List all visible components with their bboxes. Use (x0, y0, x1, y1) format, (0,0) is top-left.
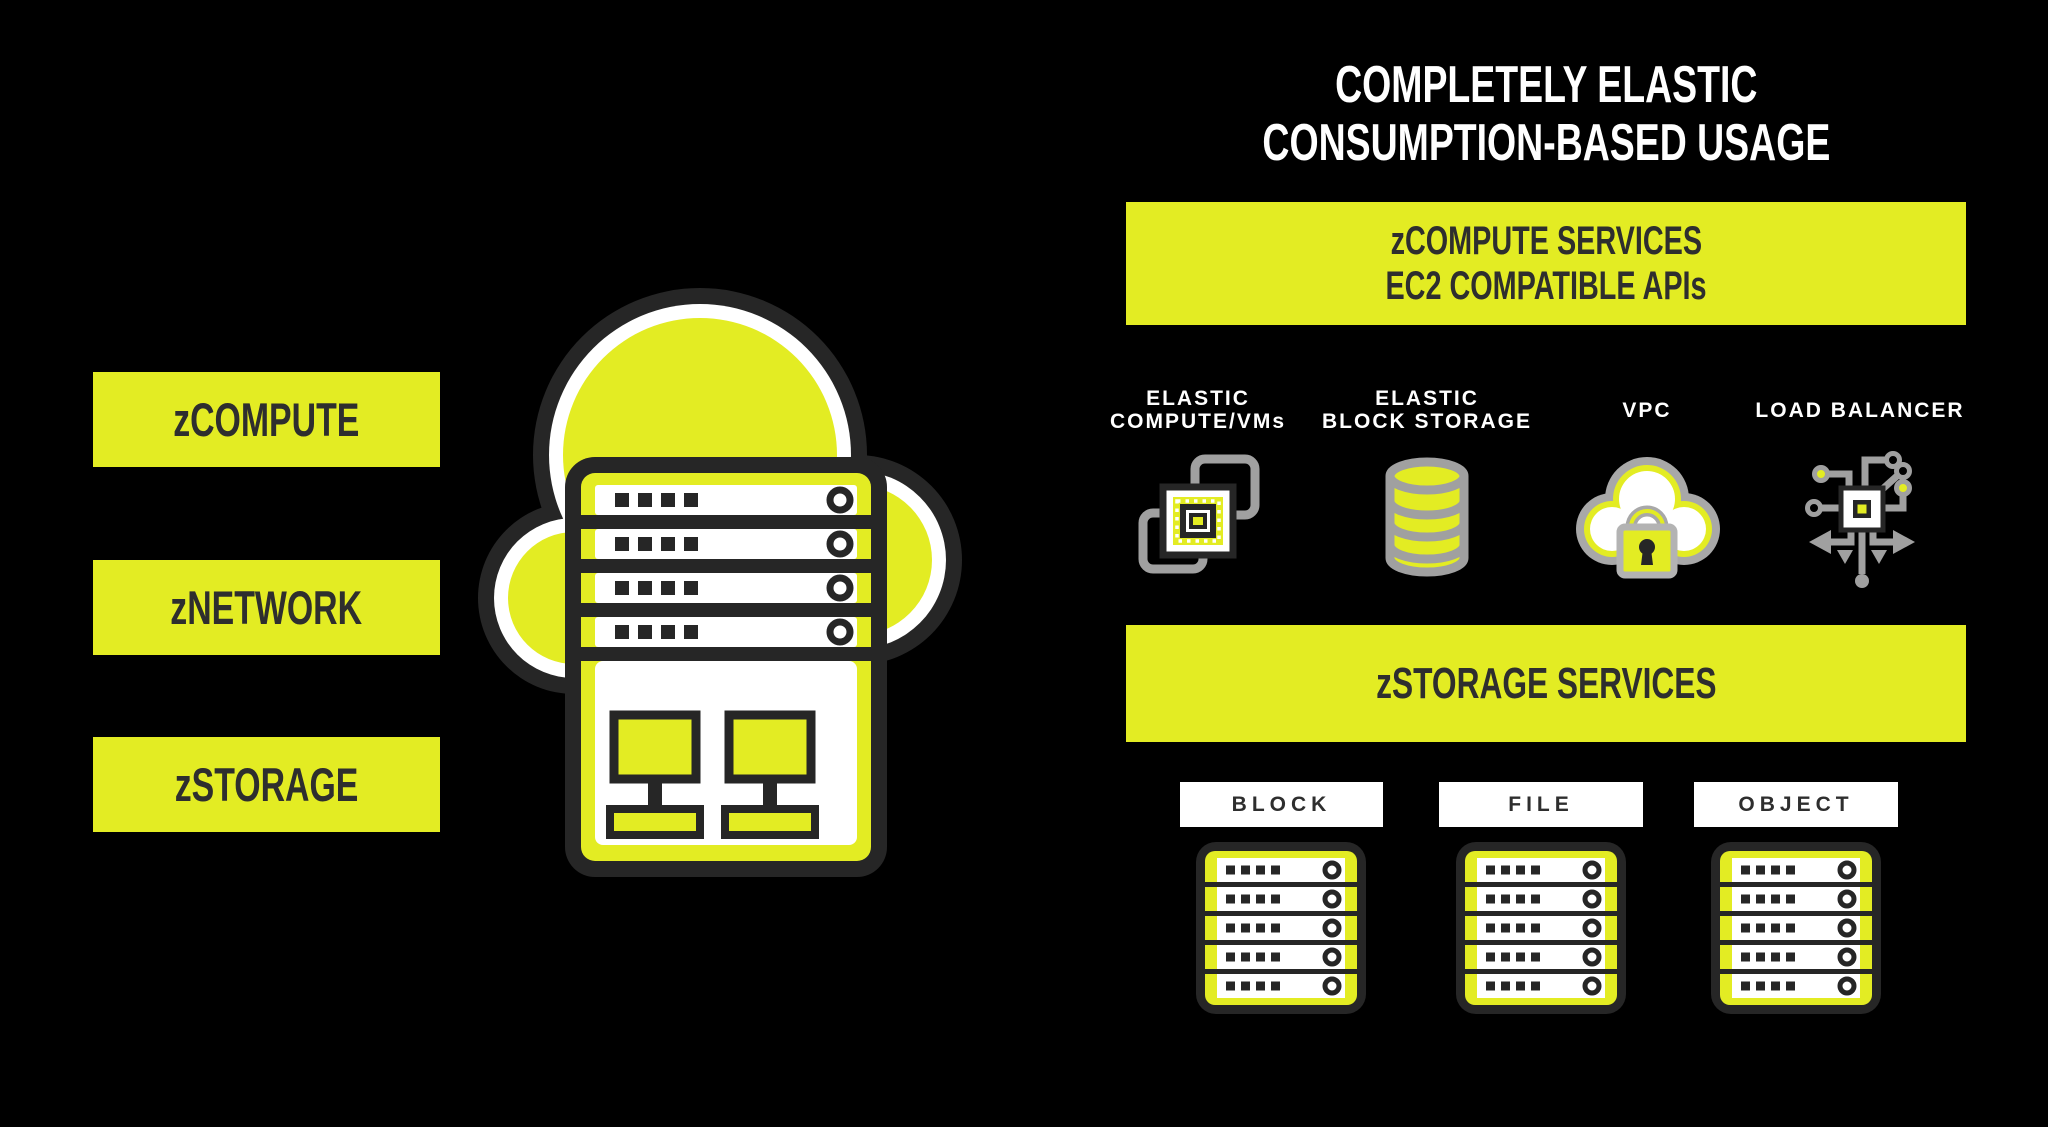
service-vpc: VPC (1527, 385, 1767, 589)
zcompute-banner-line1: zCOMPUTE SERVICES (1390, 218, 1702, 263)
zcompute-banner-line2: EC2 COMPATIBLE APIs (1385, 263, 1707, 308)
load-balancer-icon (1785, 449, 1935, 589)
service-elastic-block-storage: ELASTIC BLOCK STORAGE (1307, 385, 1547, 589)
service-label: ELASTIC BLOCK STORAGE (1322, 387, 1532, 433)
page-title: COMPLETELY ELASTIC CONSUMPTION-BASED USA… (1126, 56, 1966, 172)
zcompute-services-banner: zCOMPUTE SERVICES EC2 COMPATIBLE APIs (1126, 202, 1966, 325)
storage-column-label-file: FILE (1439, 782, 1643, 827)
label-znetwork: zNETWORK (93, 560, 440, 655)
service-label: ELASTIC COMPUTE/VMs (1109, 387, 1286, 433)
storage-column-label-object: OBJECT (1694, 782, 1898, 827)
service-load-balancer: LOAD BALANCER (1740, 385, 1980, 589)
cloud-server-icon (478, 288, 962, 877)
service-label: VPC (1622, 398, 1672, 422)
label-znetwork-text: zNETWORK (170, 581, 363, 634)
workstation-icons (606, 710, 819, 839)
vm-chip-icon (1133, 449, 1263, 589)
page-title-line1: COMPLETELY ELASTIC (1334, 56, 1758, 114)
server-stack-icon (1196, 842, 1366, 1014)
cloud-lock-icon (1572, 449, 1722, 589)
server-stack-icon (1456, 842, 1626, 1014)
label-zcompute-text: zCOMPUTE (173, 393, 360, 446)
service-label: LOAD BALANCER (1755, 398, 1965, 422)
page-title-line2: CONSUMPTION-BASED USAGE (1262, 114, 1830, 172)
storage-column-label-block: BLOCK (1180, 782, 1383, 827)
service-elastic-compute-vms: ELASTIC COMPUTE/VMs (1078, 385, 1318, 589)
label-zcompute: zCOMPUTE (93, 372, 440, 467)
server-stack-icon (1711, 842, 1881, 1014)
database-cylinder-icon (1377, 449, 1477, 589)
zstorage-banner-label: zSTORAGE SERVICES (1375, 658, 1717, 708)
zstorage-services-banner: zSTORAGE SERVICES (1126, 625, 1966, 742)
label-zstorage: zSTORAGE (93, 737, 440, 832)
label-zstorage-text: zSTORAGE (174, 758, 359, 811)
